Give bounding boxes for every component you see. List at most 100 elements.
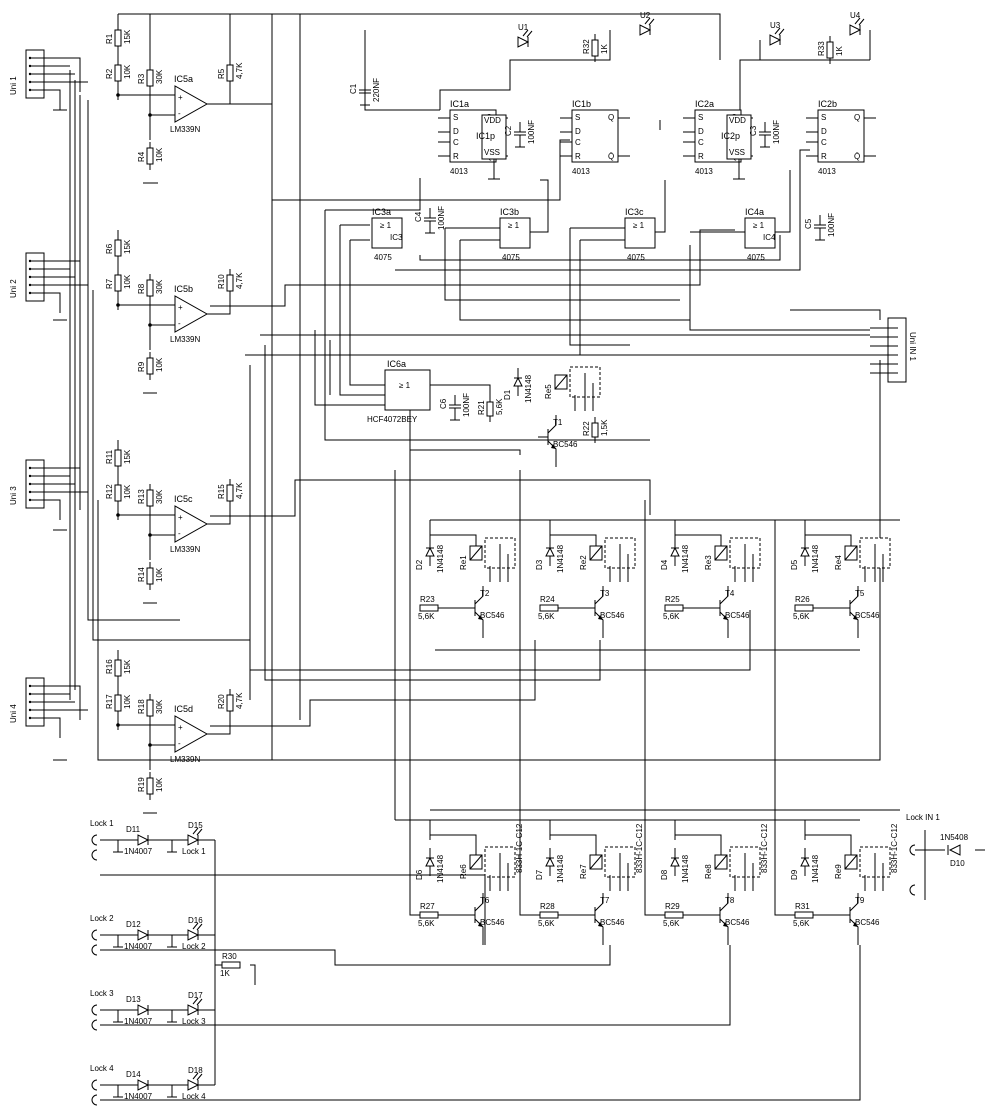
capacitor-c3-label: C3 <box>749 125 758 136</box>
wire <box>714 854 728 870</box>
unit-connector-uni3-pin <box>28 490 32 494</box>
resistor-r33-body <box>826 41 834 59</box>
unit-connector-uni3-pin <box>28 466 32 470</box>
relay-re6-part: 833H-1C-C12 <box>515 823 524 873</box>
wire <box>609 544 629 582</box>
or-gate-symbol-ic4a: ≥ 1 <box>753 221 765 230</box>
transistor-t3-arrow <box>598 615 603 620</box>
flipflop-pin-s: S <box>698 113 703 122</box>
resistor-r24-value: 5,6K <box>538 612 555 621</box>
wire <box>167 1010 177 1023</box>
resistor-r33-value: 1K <box>835 46 844 56</box>
unit-connector-uni1-pin <box>28 80 32 84</box>
power-unit-body-ic2p <box>726 114 752 160</box>
resistor-r14-label: R14 <box>137 567 146 582</box>
diode-d5-body <box>800 546 810 557</box>
resistor-r25-body <box>664 604 684 612</box>
wire <box>774 27 785 36</box>
diode-d9-part: 1N4148 <box>811 854 820 883</box>
wire <box>849 586 859 605</box>
resistor-r14-value: 10K <box>155 567 164 582</box>
resistor-r21-body <box>486 401 494 417</box>
comparator-part-ic5c: LM339N <box>170 545 200 554</box>
diode-d5-label: D5 <box>790 559 799 570</box>
wire <box>52 467 81 502</box>
diode-d3-body <box>545 546 555 557</box>
diode-d14-part: 1N4007 <box>124 1092 153 1101</box>
comparator-body-ic5a <box>174 85 209 123</box>
relay-re2: Re2 <box>579 537 636 582</box>
diode-d10-part: 1N5408 <box>940 833 969 842</box>
relay-re6-label: Re6 <box>459 864 468 879</box>
or-gate-inner-ic3a: IC3 <box>390 233 403 242</box>
led-d15-label: D15 <box>188 821 203 830</box>
resistor-r9-label: R9 <box>137 361 146 372</box>
comparator-label-ic5c: IC5c <box>174 494 193 504</box>
unit-connector-uni3-pin <box>28 498 32 502</box>
unit-connector-uni4-pin <box>28 700 32 704</box>
resistor-r4-value: 10K <box>155 147 164 162</box>
transistor-t3-part: BC546 <box>600 611 625 620</box>
resistor-r30-label: R30 <box>222 952 237 961</box>
transistor-t7-label: T7 <box>600 896 610 905</box>
resistor-r20-label: R20 <box>217 694 226 709</box>
wire <box>192 997 203 1006</box>
wire <box>167 1085 177 1098</box>
diode-d6-label: D6 <box>415 869 424 880</box>
diode-d1-part: 1N4148 <box>524 374 533 403</box>
wire <box>844 545 858 561</box>
diode-d2-part: 1N4148 <box>436 544 445 573</box>
resistor-r7-value: 10K <box>123 274 132 289</box>
or-gate-part-ic3a: 4075 <box>374 253 392 262</box>
opto-u1-label: U1 <box>518 23 529 32</box>
relay-re7-label: Re7 <box>579 864 588 879</box>
lock-terminal-icon <box>91 944 98 956</box>
resistor-r7-body <box>114 274 122 292</box>
flipflop-pin-c: C <box>453 138 459 147</box>
flipflop-pin-d: D <box>821 127 827 136</box>
diode-d4-label: D4 <box>660 559 669 570</box>
capacitor-c4-label: C4 <box>414 211 423 222</box>
wire <box>474 893 484 912</box>
unit-connector-uni4-pin <box>28 708 32 712</box>
diode-d11-body <box>137 834 150 846</box>
resistor-r3-body <box>146 69 154 87</box>
wire <box>429 534 477 546</box>
resistor-r18-label: R18 <box>137 699 146 714</box>
wire <box>113 935 123 948</box>
resistor-r1-value: 15K <box>123 29 132 44</box>
wire <box>52 89 61 110</box>
flipflop-pin-c: C <box>575 138 581 147</box>
relay-re3-label: Re3 <box>704 555 713 570</box>
